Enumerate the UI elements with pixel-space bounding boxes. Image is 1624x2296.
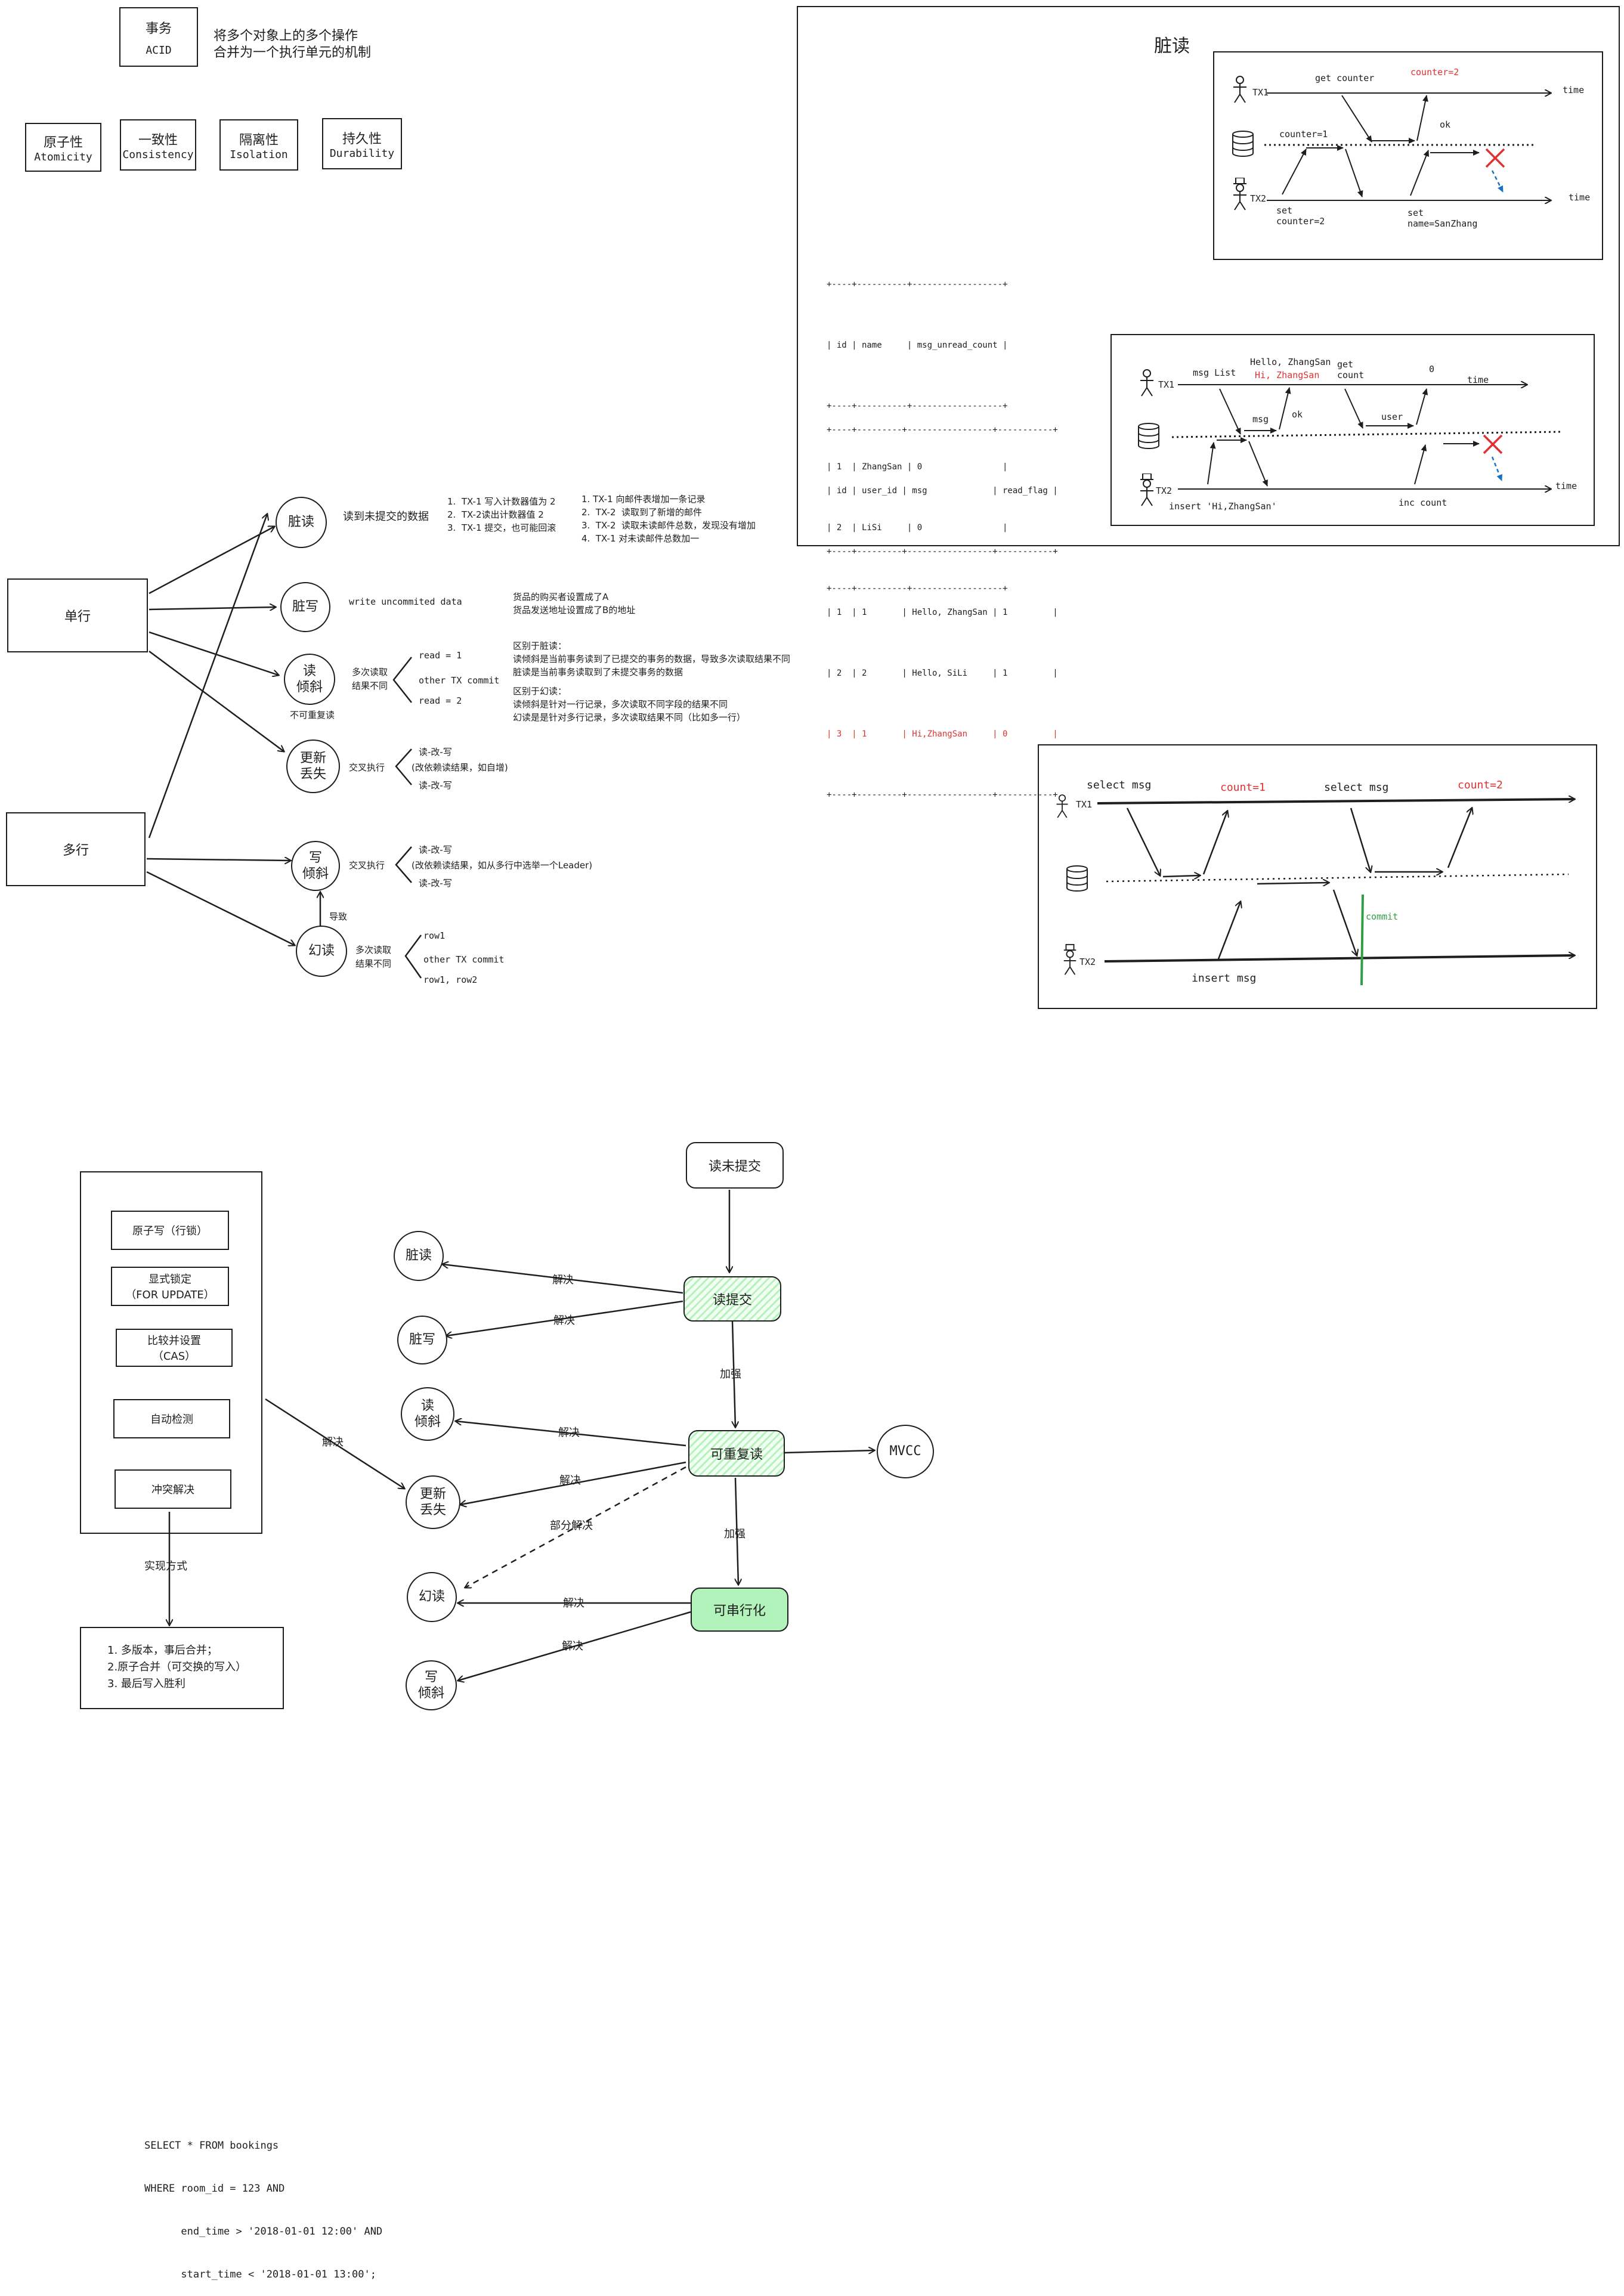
- person-hat-tx2-icon: [1140, 474, 1153, 506]
- arrow-rr-mvcc: [784, 1450, 874, 1453]
- database-icon: [1232, 131, 1254, 157]
- read-skew-desc: 多次读取 结果不同: [352, 667, 388, 691]
- multi-row-box: 多行: [6, 812, 146, 886]
- phantom-desc: 多次读取 结果不同: [355, 945, 392, 969]
- arrow-multi-dirty-read: [148, 514, 267, 838]
- iso-node-dirty-read: 脏读: [394, 1231, 444, 1281]
- acid-title-box: 事务 ACID: [119, 7, 198, 67]
- dirty-read-panel: [797, 6, 1620, 546]
- arrow-single-dirty-read: [149, 527, 274, 595]
- database-icon: [1138, 423, 1159, 449]
- arrow-single-dirty-write: [149, 607, 276, 609]
- message-table: +----+---------+-----------------+------…: [827, 425, 1058, 800]
- acid-subtitle: ACID: [146, 44, 172, 57]
- node-write-skew: 写 倾斜: [291, 841, 340, 891]
- mechanism-conflict-resolution: 冲突解决: [115, 1469, 231, 1509]
- arrow-rc-dirty-read: [443, 1264, 683, 1294]
- arrow-single-lost-update: [149, 650, 284, 751]
- phantom-panel: [1038, 744, 1597, 1009]
- person-tx1-icon: [1140, 369, 1153, 397]
- read-skew-sublabel: 不可重复读: [290, 710, 335, 720]
- iso-node-write-skew: 写 倾斜: [406, 1660, 457, 1710]
- arrow-single-read-skew: [149, 631, 279, 675]
- dirty-write-desc: write uncommited data: [349, 596, 462, 607]
- arrow-rc-to-rr: [732, 1320, 735, 1427]
- arrow-rr-lost-update: [460, 1461, 686, 1505]
- phantom-cause-label: 导致: [329, 911, 348, 922]
- connector-layer: [146, 0, 1624, 2173]
- iso-node-read-skew: 读 倾斜: [401, 1387, 454, 1441]
- person-tx1-icon: [1056, 794, 1068, 818]
- dirty-read-diagram-1: [1213, 51, 1603, 260]
- node-read-skew: 读 倾斜: [284, 654, 335, 705]
- level-read-uncommitted: 读未提交: [686, 1142, 784, 1189]
- node-lost-update: 更新 丢失: [286, 739, 340, 793]
- dirty-read-panel-title: 脏读: [1154, 36, 1190, 57]
- arrow-mechanisms-lost-update: [265, 1398, 404, 1489]
- node-phantom: 幻读: [296, 926, 347, 977]
- mechanism-explicit-lock: 显式锁定 （FOR UPDATE）: [111, 1267, 229, 1306]
- branch-write-skew: [395, 846, 412, 883]
- single-row-box: 单行: [7, 578, 148, 652]
- iso-node-phantom: 幻读: [407, 1572, 457, 1622]
- impl-list-box: 1. 多版本，事后合并； 2.原子合并（可交换的写入） 3. 最后写入胜利: [80, 1627, 284, 1709]
- iso-node-dirty-write: 脏写: [397, 1316, 447, 1364]
- acid-desc-1: 将多个对象上的多个操作: [214, 29, 358, 44]
- property-atomicity: 原子性 Atomicity: [25, 123, 101, 172]
- branch-phantom: [404, 935, 422, 979]
- person-tx1-icon: [1233, 76, 1246, 103]
- mechanism-atomic-write: 原子写（行锁）: [111, 1211, 229, 1250]
- node-dirty-write: 脏写: [280, 582, 330, 632]
- arrow-multi-phantom: [146, 871, 295, 945]
- dirty-read-diagram-2: [1110, 334, 1595, 526]
- arrow-multi-write-skew: [146, 859, 290, 861]
- write-skew-desc: 交叉执行: [349, 860, 385, 871]
- arrow-rc-dirty-write: [446, 1300, 683, 1336]
- property-isolation: 隔离性 Isolation: [219, 119, 298, 171]
- property-durability: 持久性 Durability: [322, 118, 402, 169]
- dirty-read-desc: 读到未提交的数据: [343, 510, 429, 523]
- level-repeatable-read: 可重复读: [688, 1430, 785, 1477]
- acid-desc-2: 合并为一个执行单元的机制: [214, 45, 372, 60]
- database-icon: [1066, 865, 1088, 892]
- mechanism-auto-detect: 自动检测: [113, 1399, 230, 1438]
- arrow-ser-write-skew: [458, 1611, 691, 1681]
- mechanism-cas: 比较并设置 （CAS）: [116, 1329, 233, 1367]
- arrow-rr-to-serializable: [735, 1477, 738, 1585]
- sql-snippet: SELECT * FROM bookings WHERE room_id = 1…: [144, 2140, 383, 2280]
- level-serializable: 可串行化: [691, 1588, 788, 1632]
- mechanisms-panel: [80, 1171, 262, 1534]
- person-hat-tx2-icon: [1233, 178, 1246, 211]
- branch-lost-update: [395, 748, 412, 785]
- lost-update-desc: 交叉执行: [349, 762, 385, 773]
- property-consistency: 一致性 Consistency: [120, 119, 196, 171]
- level-read-committed: 读提交: [683, 1276, 781, 1322]
- branch-read-skew: [392, 657, 412, 703]
- impl-label: 实现方式: [144, 1560, 187, 1573]
- arrow-rr-read-skew: [456, 1421, 686, 1447]
- acid-title: 事务: [145, 21, 172, 36]
- node-mvcc: MVCC: [877, 1425, 934, 1478]
- node-dirty-read: 脏读: [276, 497, 327, 548]
- user-table: +----+----------+------------------+ | i…: [827, 280, 1008, 593]
- arrow-rr-phantom: [465, 1466, 686, 1588]
- person-hat-tx2-icon: [1063, 943, 1077, 975]
- iso-node-lost-update: 更新 丢失: [406, 1475, 460, 1529]
